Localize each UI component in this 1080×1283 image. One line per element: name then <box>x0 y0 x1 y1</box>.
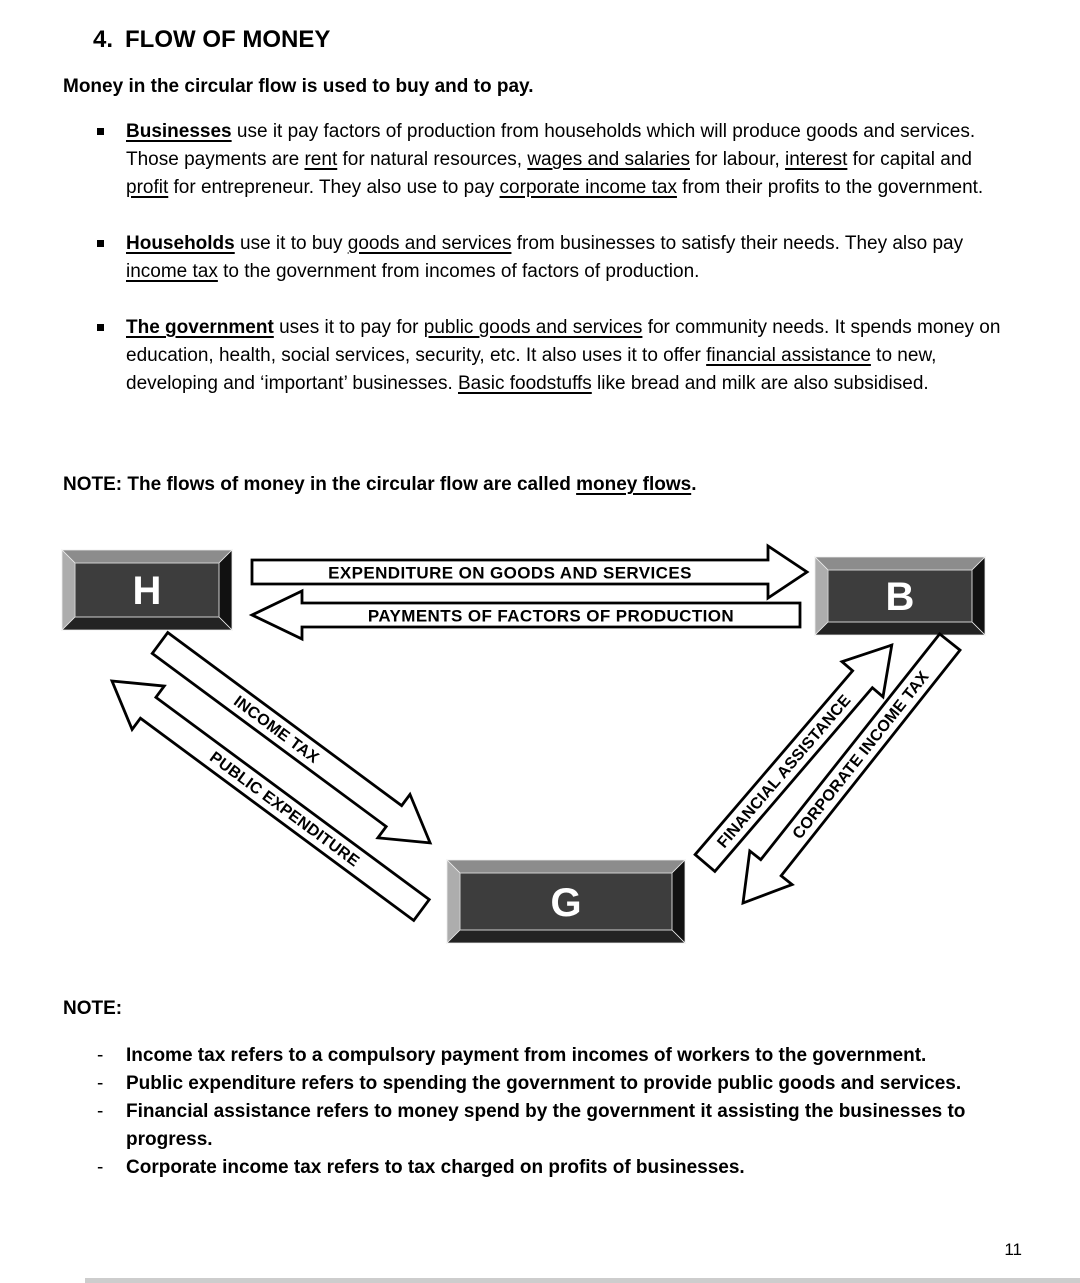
arrow-expenditure-on-goods-and-services: EXPENDITURE ON GOODS AND SERVICES <box>250 543 810 601</box>
definition-public-expenditure: - Public expenditure refers to spending … <box>97 1070 997 1098</box>
dash-marker: - <box>97 1073 104 1094</box>
heading-number: 4. <box>93 26 114 53</box>
dash-marker: - <box>97 1101 104 1122</box>
diagonal-arrow-shape <box>741 631 962 906</box>
definition-text: Corporate income tax refers to tax charg… <box>126 1157 745 1178</box>
node-label-government: G <box>550 881 581 925</box>
arrow-payments-of-factors-of-production: PAYMENTS OF FACTORS OF PRODUCTION <box>248 588 802 642</box>
bullet-list: Businesses use it pay factors of product… <box>97 118 1012 426</box>
circular-flow-svg: H B G EXPEN <box>61 543 986 944</box>
intro-text: Money in the circular flow is used to bu… <box>63 76 534 97</box>
bullet-text-households: Households use it to buy goods and servi… <box>126 233 964 282</box>
definition-text: Public expenditure refers to spending th… <box>126 1073 962 1094</box>
arrow-label-income-tax: INCOME TAX <box>230 693 322 767</box>
node-households: H <box>61 549 233 631</box>
diagonal-arrow-shape <box>109 679 432 923</box>
square-bullet-icon <box>97 240 104 247</box>
left-arrow-shape <box>248 588 802 642</box>
node-label-businesses: B <box>886 575 915 619</box>
bullet-text-government: The government uses it to pay for public… <box>126 317 1001 394</box>
definition-income-tax: - Income tax refers to a compulsory paym… <box>97 1042 997 1070</box>
square-bullet-icon <box>97 324 104 331</box>
bullet-text-businesses: Businesses use it pay factors of product… <box>126 121 984 198</box>
right-arrow-shape <box>250 543 810 601</box>
definition-corporate-income-tax: - Corporate income tax refers to tax cha… <box>97 1154 997 1182</box>
diagonal-arrow-shape <box>693 643 894 874</box>
definition-text: Financial assistance refers to money spe… <box>126 1101 966 1150</box>
definition-list: - Income tax refers to a compulsory paym… <box>97 1042 997 1182</box>
next-page-edge <box>85 1278 1080 1283</box>
diagonal-arrow-shape <box>150 630 433 845</box>
arrow-label-expenditure: EXPENDITURE ON GOODS AND SERVICES <box>328 564 692 583</box>
note-money-flows: NOTE: The flows of money in the circular… <box>63 474 697 495</box>
definition-text: Income tax refers to a compulsory paymen… <box>126 1045 927 1066</box>
bullet-item-businesses: Businesses use it pay factors of product… <box>97 118 1012 202</box>
circular-flow-diagram: H B G EXPEN <box>55 540 1030 970</box>
arrow-corporate-income-tax: CORPORATE INCOME TAX <box>741 631 962 906</box>
dash-marker: - <box>97 1045 104 1066</box>
page-title: 4. FLOW OF MONEY <box>93 26 330 54</box>
heading-text: FLOW OF MONEY <box>125 26 331 53</box>
dash-marker: - <box>97 1157 104 1178</box>
bullet-item-government: The government uses it to pay for public… <box>97 314 1012 398</box>
definition-financial-assistance: - Financial assistance refers to money s… <box>97 1098 997 1154</box>
square-bullet-icon <box>97 128 104 135</box>
node-government: G <box>446 859 686 944</box>
node-businesses: B <box>814 556 986 636</box>
footer-note-label: NOTE: <box>63 998 123 1019</box>
node-label-households: H <box>133 569 162 613</box>
page-number: 11 <box>1004 1240 1022 1259</box>
bullet-item-households: Households use it to buy goods and servi… <box>97 230 1012 286</box>
arrow-label-payments: PAYMENTS OF FACTORS OF PRODUCTION <box>368 607 734 626</box>
